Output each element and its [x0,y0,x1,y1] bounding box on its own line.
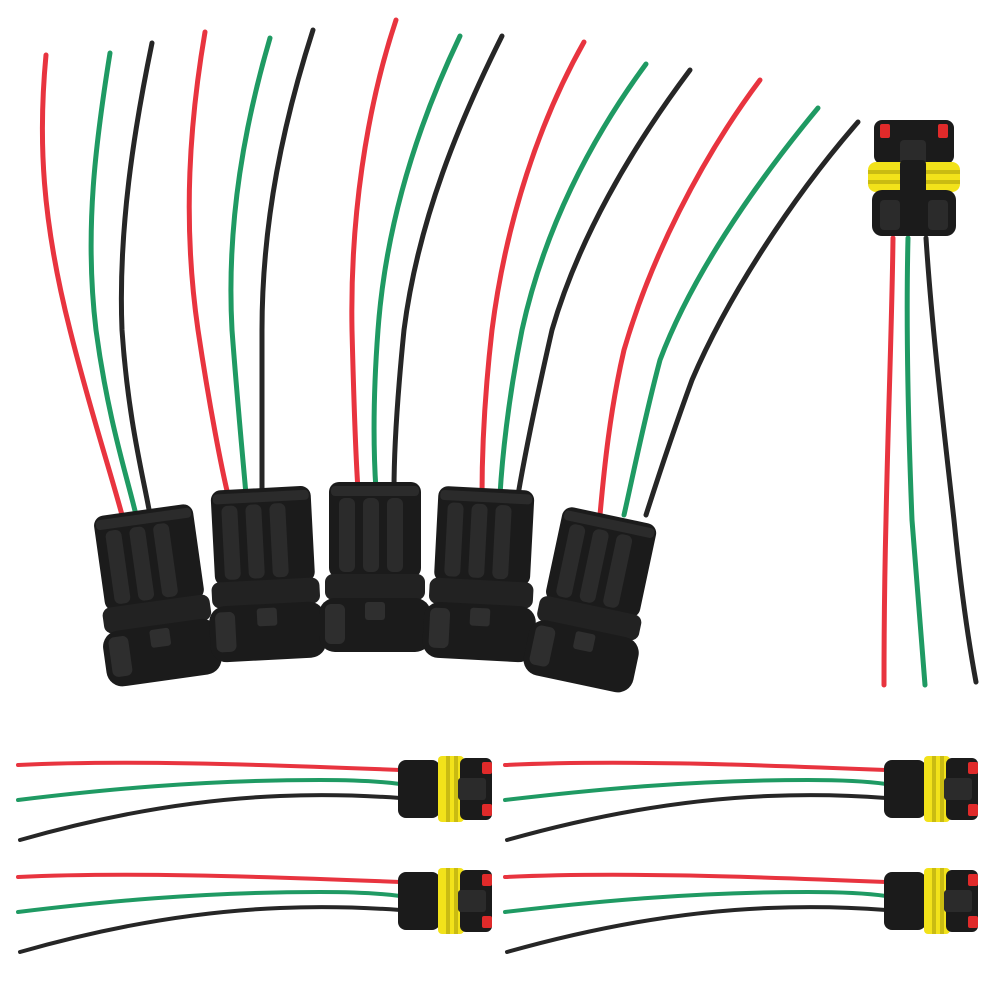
wire-red [881,235,896,688]
wire-green [371,33,463,493]
wire-red [16,872,402,884]
plug-housing [319,482,431,652]
small-socket-2 [503,756,978,842]
wire-black [118,40,155,518]
small-socket-1 [16,756,492,842]
wire-green [621,105,821,518]
wire-black [259,27,316,498]
wire-green [88,50,139,518]
large-plug-5 [523,77,861,693]
wire-green [503,778,888,802]
wire-black [18,905,402,954]
small-socket-3 [16,868,492,954]
wire-red [349,17,399,493]
wire-black [391,33,505,493]
large-plug-1 [39,40,222,687]
large-plug-4 [422,39,693,663]
socket-housing [884,868,978,934]
socket-housing [398,756,492,822]
wire-green [503,890,888,914]
large-plug-3 [319,17,505,652]
wire-black [515,67,693,498]
wire-green [16,890,402,914]
socket-housing [884,756,978,822]
wire-black [923,235,979,685]
wire-green [16,778,402,802]
wire-red [39,52,125,518]
wire-red [16,760,402,772]
side-socket [868,120,979,688]
wire-black [643,119,861,518]
wire-green [228,35,273,498]
plug-housing [209,486,327,663]
wire-red [503,760,888,772]
wire-black [505,793,888,842]
wire-red [479,39,587,498]
wire-black [505,905,888,954]
wire-black [18,793,402,842]
plug-housing [523,507,657,693]
wire-green [497,61,649,498]
small-socket-4 [503,868,978,954]
socket-housing [398,868,492,934]
wire-red [186,29,231,498]
socket-housing [868,120,960,236]
plug-housing [94,504,222,687]
large-plug-2 [186,27,327,663]
wire-green [904,235,928,688]
wire-red [503,872,888,884]
wire-red [597,77,763,518]
plug-housing [422,486,536,663]
